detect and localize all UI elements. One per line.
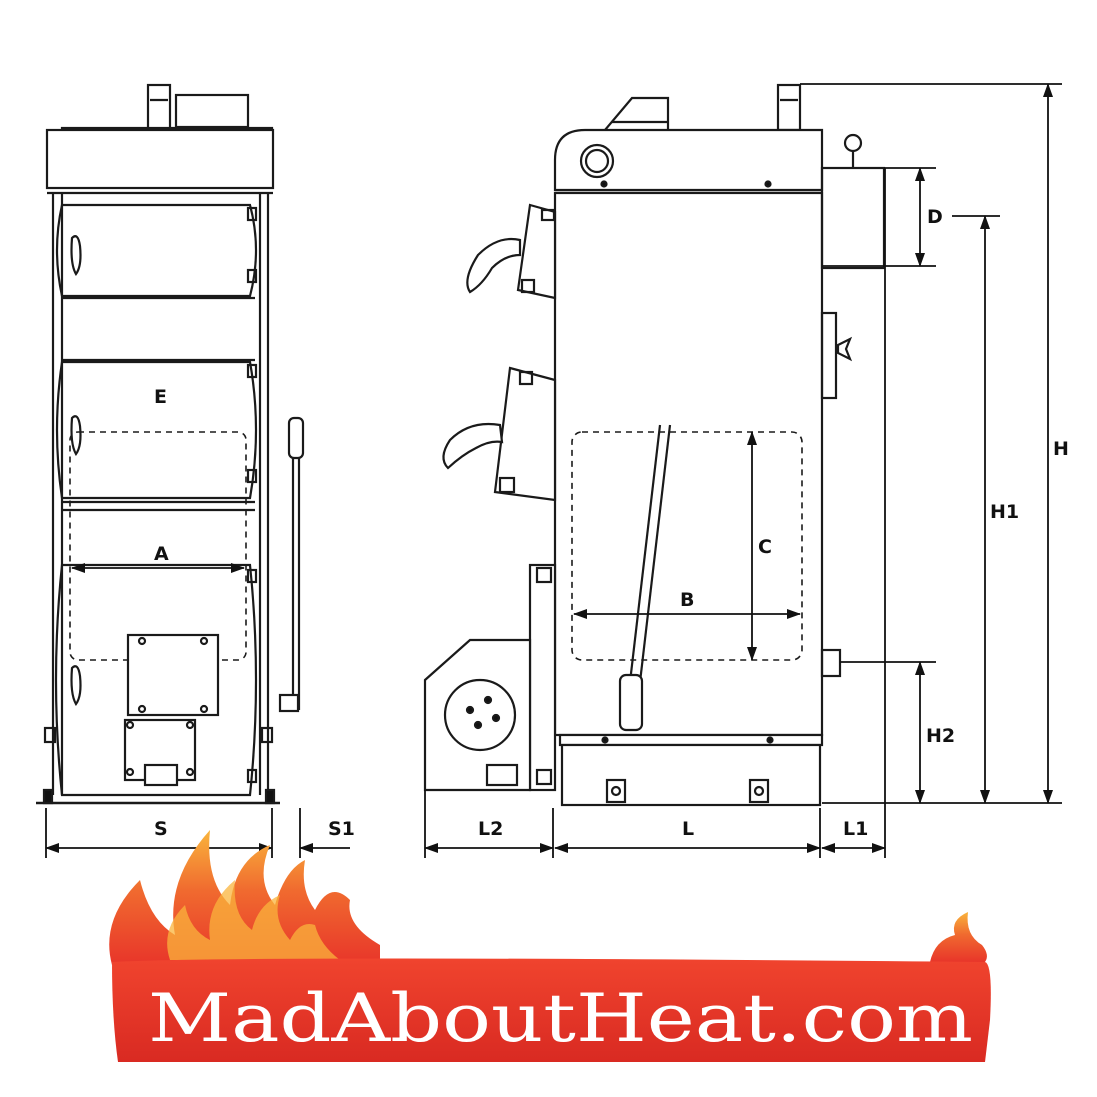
label-c: C: [758, 536, 772, 558]
side-view: [423, 83, 886, 807]
label-a: A: [154, 543, 169, 565]
label-l2: L2: [478, 818, 503, 840]
label-s: S: [154, 818, 168, 840]
front-view: [36, 83, 305, 805]
logo-text: MadAboutHeat.com: [148, 980, 973, 1057]
label-s1: S1: [328, 818, 355, 840]
label-b: B: [680, 589, 694, 611]
flame-right: [930, 912, 987, 962]
label-l1: L1: [843, 818, 868, 840]
label-h2: H2: [926, 725, 955, 747]
flame-left-inner: [167, 880, 340, 960]
label-e: E: [154, 386, 167, 408]
label-h: H: [1053, 438, 1069, 460]
madaboutheat-logo: MadAboutHeat.com: [109, 830, 991, 1062]
label-h1: H1: [990, 501, 1019, 523]
dimension-labels: A E S S1 L2 L L1 B C D H2 H1 H: [154, 206, 1069, 840]
dimension-lines: [45, 83, 1062, 858]
logo-banner: [112, 958, 991, 1062]
label-l: L: [682, 818, 694, 840]
label-d: D: [927, 206, 943, 228]
